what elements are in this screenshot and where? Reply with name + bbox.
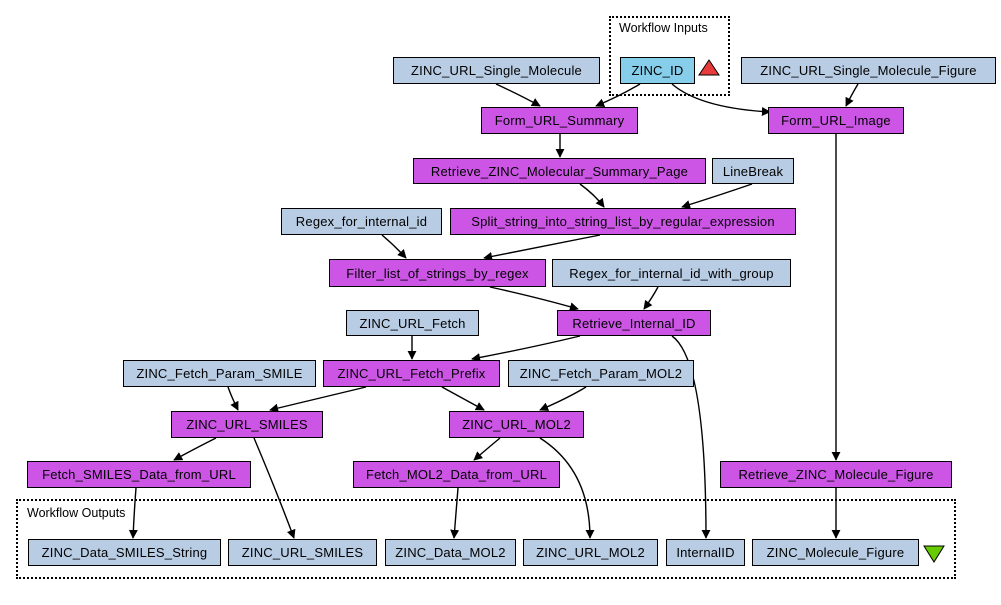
node-zinc-fetch-param-smile[interactable]: ZINC_Fetch_Param_SMILE xyxy=(123,360,316,387)
edge-smiles-to-output xyxy=(253,437,296,539)
node-form-url-summary[interactable]: Form_URL_Summary xyxy=(481,107,638,134)
node-regex-for-internal-id-with-group[interactable]: Regex_for_internal_id_with_group xyxy=(552,259,791,287)
edge-fetch-smiles-to-output xyxy=(128,487,138,539)
node-zinc-fetch-param-mol2[interactable]: ZINC_Fetch_Param_MOL2 xyxy=(508,360,694,387)
edge-regex-group-to-retrieve-id xyxy=(643,286,659,310)
node-filter-list[interactable]: Filter_list_of_strings_by_regex xyxy=(329,259,546,287)
edge-retrieve-id-to-internalid xyxy=(671,335,711,539)
node-retrieve-zinc-molecule-figure[interactable]: Retrieve_ZINC_Molecule_Figure xyxy=(720,461,952,488)
edge-param-mol2-to-mol2 xyxy=(539,386,587,411)
output-zinc-data-smiles-string[interactable]: ZINC_Data_SMILES_String xyxy=(28,539,221,566)
output-zinc-molecule-figure[interactable]: ZINC_Molecule_Figure xyxy=(752,539,919,566)
output-zinc-data-mol2[interactable]: ZINC_Data_MOL2 xyxy=(385,539,516,566)
node-fetch-mol2-data[interactable]: Fetch_MOL2_Data_from_URL xyxy=(353,461,560,488)
workflow-outputs-label: Workflow Outputs xyxy=(27,506,126,520)
node-zinc-url-fetch[interactable]: ZINC_URL_Fetch xyxy=(346,310,479,336)
node-zinc-url-single-molecule-figure[interactable]: ZINC_URL_Single_Molecule_Figure xyxy=(741,57,996,84)
edge-url-single-to-form-summary xyxy=(495,83,541,107)
edge-smiles-to-fetch-smiles xyxy=(173,437,217,461)
workflow-edges xyxy=(128,83,859,539)
node-retrieve-internal-id[interactable]: Retrieve_Internal_ID xyxy=(557,310,711,336)
edge-mol2-to-fetch-mol2 xyxy=(473,437,501,461)
workflow-outputs-cluster xyxy=(16,499,956,579)
node-zinc-url-mol2[interactable]: ZINC_URL_MOL2 xyxy=(449,411,584,438)
output-zinc-url-mol2[interactable]: ZINC_URL_MOL2 xyxy=(523,539,658,566)
workflow-inputs-cluster xyxy=(609,16,730,96)
output-marker-icon xyxy=(923,545,945,563)
edge-retrieve-summary-to-split xyxy=(579,183,605,208)
node-zinc-url-single-molecule[interactable]: ZINC_URL_Single_Molecule xyxy=(393,57,600,84)
edge-linebreak-to-split xyxy=(681,183,753,209)
edge-fetch-mol2-to-output xyxy=(450,487,460,539)
node-fetch-smiles-data[interactable]: Fetch_SMILES_Data_from_URL xyxy=(27,461,251,488)
node-zinc-url-smiles[interactable]: ZINC_URL_SMILES xyxy=(171,411,323,438)
edge-param-smile-to-smiles xyxy=(227,386,239,411)
input-marker-icon xyxy=(698,59,720,76)
node-split-string[interactable]: Split_string_into_string_list_by_regular… xyxy=(450,208,796,235)
node-linebreak[interactable]: LineBreak xyxy=(712,158,794,184)
edge-mol2-to-output xyxy=(539,437,595,539)
edge-retrieve-id-to-prefix xyxy=(471,335,581,362)
output-internalid[interactable]: InternalID xyxy=(666,539,745,566)
node-zinc-id[interactable]: ZINC_ID xyxy=(620,57,695,84)
edge-zinc-id-to-form-image xyxy=(671,83,771,117)
edge-split-to-filter xyxy=(483,234,601,261)
workflow-inputs-label: Workflow Inputs xyxy=(619,21,708,35)
edge-prefix-to-mol2 xyxy=(441,386,485,411)
output-zinc-url-smiles[interactable]: ZINC_URL_SMILES xyxy=(228,539,377,566)
edge-filter-to-retrieve-id xyxy=(489,286,579,312)
node-retrieve-zinc-molecular-summary-page[interactable]: Retrieve_ZINC_Molecular_Summary_Page xyxy=(413,158,706,184)
node-regex-for-internal-id[interactable]: Regex_for_internal_id xyxy=(281,208,442,235)
edge-prefix-to-smiles xyxy=(269,386,367,413)
node-zinc-url-fetch-prefix[interactable]: ZINC_URL_Fetch_Prefix xyxy=(323,360,500,387)
edge-regex-to-filter xyxy=(381,234,407,259)
edge-url-figure-to-form-image xyxy=(845,83,859,107)
node-form-url-image[interactable]: Form_URL_Image xyxy=(768,107,904,134)
